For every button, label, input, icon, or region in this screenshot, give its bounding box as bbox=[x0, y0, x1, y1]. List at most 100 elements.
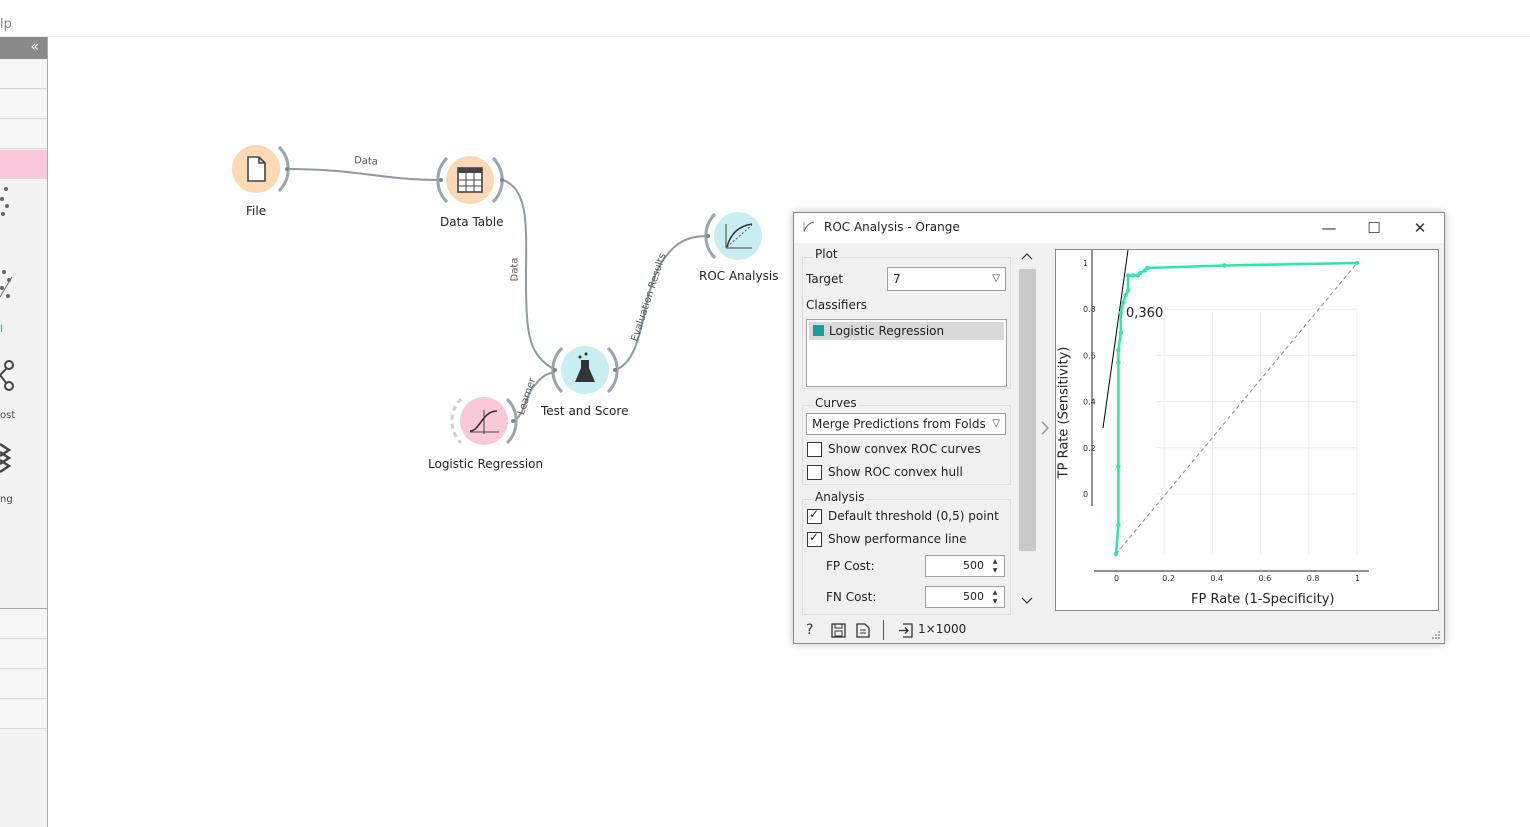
window-title: ROC Analysis - Orange bbox=[824, 220, 960, 234]
status-bar: ? 1×1000 bbox=[794, 615, 1444, 643]
spin-down-icon[interactable]: ▼ bbox=[992, 598, 998, 605]
threshold-annotation: 0,360 bbox=[1126, 306, 1163, 321]
toolbox-category-model[interactable] bbox=[0, 150, 47, 179]
y-tick-label: 0.2 bbox=[1083, 444, 1096, 453]
link-testscore-roc[interactable] bbox=[614, 235, 709, 371]
toolbox-category[interactable] bbox=[0, 90, 47, 119]
scrollbar-arrows[interactable] bbox=[1016, 247, 1038, 613]
x-tick-label: 0.8 bbox=[1307, 574, 1320, 583]
report-icon[interactable] bbox=[856, 623, 870, 638]
workflow-canvas[interactable] bbox=[0, 0, 800, 500]
curves-group bbox=[802, 405, 1011, 485]
link-label-data: Data bbox=[509, 257, 521, 282]
spin-down-icon[interactable]: ▼ bbox=[992, 567, 998, 574]
flask-icon bbox=[575, 360, 595, 382]
logistic-regression-node-label: Logistic Regression bbox=[428, 457, 544, 471]
file-icon bbox=[247, 156, 266, 182]
convex-curves-checkbox[interactable] bbox=[807, 442, 822, 457]
classifiers-label: Classifiers bbox=[806, 298, 868, 312]
link-logreg-testscore[interactable] bbox=[512, 371, 556, 422]
roc-curve-point bbox=[1116, 464, 1121, 469]
logistic-regression-node[interactable] bbox=[450, 397, 518, 445]
roc-analysis-node[interactable] bbox=[704, 212, 762, 260]
fn-cost-value: 500 bbox=[963, 590, 984, 603]
window-titlebar[interactable]: ROC Analysis - Orange — ☐ ✕ bbox=[794, 213, 1444, 243]
target-value: 7 bbox=[893, 272, 901, 286]
toolbox-category[interactable] bbox=[0, 610, 47, 639]
data-table-node-label: Data Table bbox=[440, 215, 504, 229]
default-threshold-checkbox[interactable]: ✓ bbox=[807, 507, 822, 524]
control-scrollbar[interactable] bbox=[1016, 247, 1038, 613]
curves-mode-value: Merge Predictions from Folds bbox=[812, 417, 986, 431]
minimize-button[interactable]: — bbox=[1321, 219, 1337, 237]
help-icon[interactable]: ? bbox=[806, 622, 814, 638]
y-tick-label: 0.6 bbox=[1083, 351, 1096, 360]
test-and-score-node[interactable] bbox=[551, 346, 619, 394]
roc-curve-point bbox=[1113, 551, 1119, 557]
target-dropdown[interactable]: 7 ▽ bbox=[887, 267, 1006, 291]
input-output-icon[interactable] bbox=[898, 623, 913, 638]
roc-curve-point bbox=[1222, 263, 1227, 268]
roc-curve-point bbox=[1145, 265, 1150, 271]
default-threshold-label: Default threshold (0,5) point bbox=[828, 509, 999, 523]
toolbox-category[interactable] bbox=[0, 700, 47, 729]
roc-curve-point bbox=[1123, 293, 1128, 298]
check-icon: ✓ bbox=[809, 530, 820, 544]
fp-cost-spinbox[interactable]: 500 ▲ ▼ bbox=[925, 555, 1005, 577]
toolbox-category[interactable] bbox=[0, 670, 47, 699]
scrollbar-thumb[interactable] bbox=[1019, 269, 1036, 551]
collapse-icon[interactable]: « bbox=[30, 39, 39, 55]
x-tick-label: 0.6 bbox=[1259, 574, 1272, 583]
scroll-up-icon[interactable] bbox=[1021, 253, 1033, 260]
file-node-label: File bbox=[246, 204, 267, 218]
performance-line bbox=[1102, 250, 1129, 429]
scroll-down-icon[interactable] bbox=[1021, 597, 1033, 604]
toolbox-widget-icons[interactable] bbox=[0, 182, 47, 522]
plot-group-title: Plot bbox=[813, 247, 840, 261]
maximize-button[interactable]: ☐ bbox=[1367, 219, 1381, 237]
toolbox-category[interactable] bbox=[0, 60, 47, 89]
toolbox-fragment: ng bbox=[0, 494, 13, 505]
target-label: Target bbox=[806, 272, 844, 286]
table-icon bbox=[457, 167, 483, 193]
roc-curve-point bbox=[1116, 360, 1121, 365]
splitter-chevron-right-icon[interactable] bbox=[1040, 421, 1050, 435]
convex-hull-checkbox[interactable] bbox=[807, 465, 822, 480]
roc-curve-point bbox=[1118, 310, 1124, 315]
spin-up-icon[interactable]: ▲ bbox=[992, 589, 998, 596]
roc-curve-point bbox=[1118, 330, 1124, 335]
classifier-name: Logistic Regression bbox=[829, 324, 945, 338]
classifier-item[interactable]: Logistic Regression bbox=[809, 322, 1004, 340]
x-tick-label: 0.2 bbox=[1162, 574, 1175, 583]
curves-mode-dropdown[interactable]: Merge Predictions from Folds ▽ bbox=[806, 413, 1006, 435]
classifiers-list[interactable]: Logistic Regression bbox=[806, 319, 1007, 387]
toolbox-category[interactable] bbox=[0, 640, 47, 669]
status-divider bbox=[883, 620, 884, 640]
link-datatable-testscore[interactable] bbox=[502, 179, 556, 371]
data-table-node[interactable] bbox=[436, 156, 504, 204]
analysis-group bbox=[802, 499, 1011, 615]
y-tick-label: 1 bbox=[1083, 259, 1088, 268]
spin-up-icon[interactable]: ▲ bbox=[992, 558, 998, 565]
save-icon[interactable] bbox=[831, 623, 846, 638]
x-axis-title: FP Rate (1-Specificity) bbox=[1191, 592, 1335, 607]
toolbox-category[interactable] bbox=[0, 120, 47, 149]
resize-grip-icon[interactable] bbox=[1431, 630, 1441, 640]
fn-cost-spinbox[interactable]: 500 ▲ ▼ bbox=[925, 586, 1005, 608]
link-file-datatable[interactable] bbox=[286, 168, 442, 181]
roc-analysis-window: ROC Analysis - Orange — ☐ ✕ Plot Target … bbox=[793, 212, 1445, 644]
convex-hull-label: Show ROC convex hull bbox=[828, 465, 963, 479]
convex-curves-label: Show convex ROC curves bbox=[828, 442, 981, 456]
roc-curve-point bbox=[1125, 288, 1131, 293]
toolbox-fragment: ost bbox=[0, 410, 16, 421]
file-node[interactable] bbox=[232, 145, 290, 193]
roc-curve-point bbox=[1116, 522, 1121, 528]
toolbox-fragment: l bbox=[0, 324, 3, 335]
toolbox-header: « bbox=[0, 37, 47, 59]
close-button[interactable]: ✕ bbox=[1413, 219, 1427, 237]
help-menu[interactable]: lp bbox=[0, 17, 12, 32]
performance-line-checkbox[interactable]: ✓ bbox=[807, 530, 822, 547]
x-tick-label: 0 bbox=[1114, 574, 1119, 583]
